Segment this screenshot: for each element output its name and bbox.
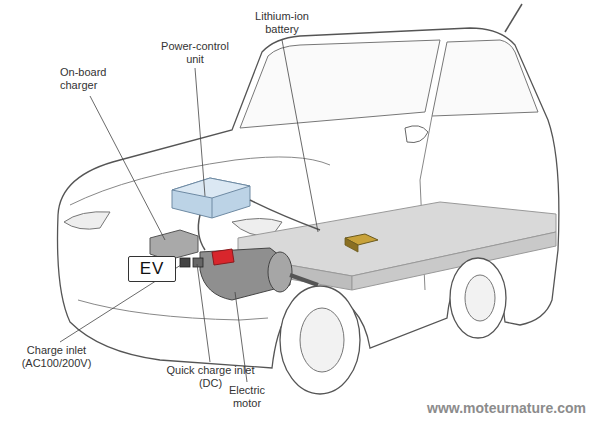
part-label: On-board charger — [60, 66, 120, 92]
side-window — [432, 40, 538, 116]
power-control-unit-edge — [212, 198, 213, 218]
bumper-line — [78, 300, 268, 320]
watermark: www.moteurnature.com — [388, 402, 586, 415]
headlight — [64, 212, 110, 229]
power-control-unit-top — [172, 178, 250, 198]
windshield — [240, 40, 440, 128]
leader-line — [195, 68, 205, 196]
motor-end — [268, 252, 292, 292]
leader-line — [197, 264, 210, 362]
cable — [250, 200, 320, 230]
mirror — [405, 126, 428, 143]
leader-line — [90, 96, 165, 240]
quick-charge-inlet — [193, 258, 203, 267]
front-hub — [300, 308, 344, 372]
battery-connector-side — [345, 238, 358, 252]
rear-hub — [465, 275, 495, 321]
part-label: Lithium-ion battery — [247, 10, 317, 36]
power-control-unit — [172, 178, 250, 218]
drive-shaft — [290, 275, 318, 285]
leader-lines — [60, 40, 318, 382]
license-plate: EV — [128, 256, 176, 282]
motor-red-part — [212, 249, 234, 265]
rear-wheel — [450, 258, 506, 338]
front-wheel — [280, 286, 360, 394]
charge-inlet — [180, 258, 190, 267]
leader-line — [282, 40, 318, 232]
cable — [198, 215, 205, 250]
part-label: Electric motor — [222, 384, 272, 410]
part-label: Power-control unit — [155, 40, 235, 66]
plate-text: EV — [140, 259, 165, 279]
part-label: Charge inlet (AC100/200V) — [14, 344, 99, 370]
antenna — [505, 4, 522, 32]
